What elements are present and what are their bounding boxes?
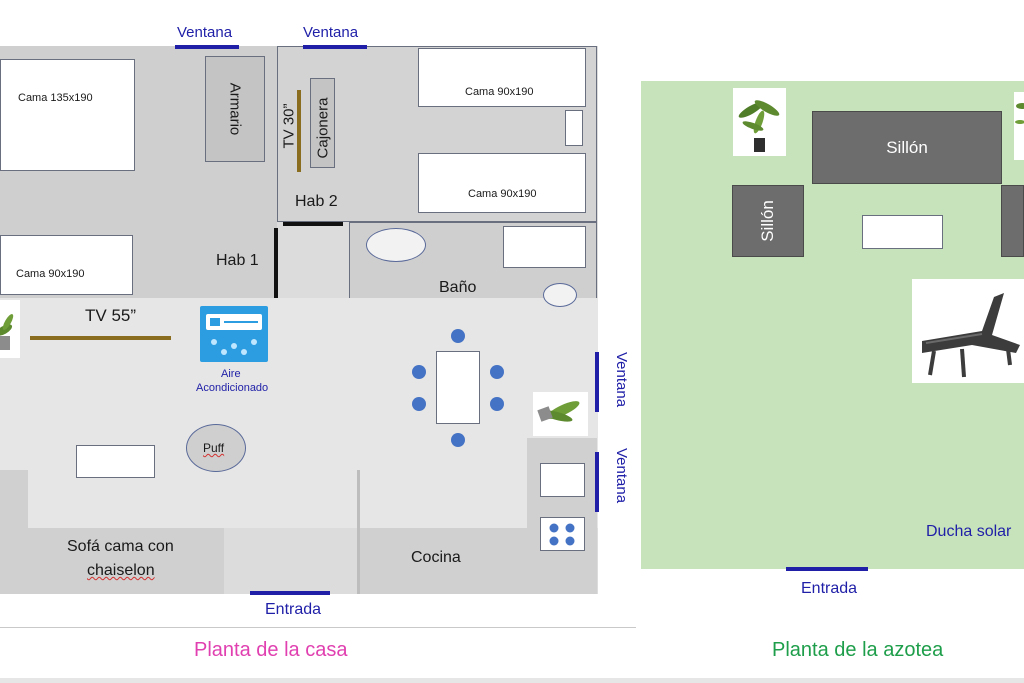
chair-right-1	[490, 365, 504, 379]
plant-dining	[533, 392, 588, 436]
bed-90x190-a	[418, 48, 586, 107]
hab1-door	[274, 228, 278, 298]
house-entrance-label: Entrada	[265, 601, 322, 618]
sofa-block	[0, 528, 224, 594]
tv-55-label: TV 55”	[85, 306, 137, 325]
bed-90x190-hab1	[0, 235, 133, 295]
chair-bottom	[451, 433, 465, 447]
rooftop-entrance-label: Entrada	[801, 580, 858, 597]
sofa-side	[0, 470, 28, 594]
window-label-right-upper: Ventana	[613, 352, 630, 408]
house-entrance	[250, 591, 330, 595]
wardrobe-label: Armario	[226, 82, 244, 136]
armchair-left: Sillón	[732, 185, 804, 257]
bottom-divider	[0, 678, 1024, 683]
tv-30-bar	[297, 90, 301, 172]
house-baseline	[0, 627, 636, 628]
plant-rooftop-right	[1014, 92, 1024, 160]
window-right-upper	[595, 352, 599, 412]
coffee-table	[76, 445, 155, 478]
chair-left-1	[412, 365, 426, 379]
sun-lounger-icon	[912, 279, 1024, 383]
rooftop-caption: Planta de la azotea	[772, 639, 944, 661]
bed-135x190-label: Cama 135x190	[18, 92, 93, 104]
drawers-label: Cajonera	[314, 97, 332, 159]
bed-90x190-b	[418, 153, 586, 213]
chair-right-2	[490, 397, 504, 411]
bed-90x190-a-label: Cama 90x190	[465, 86, 534, 98]
drawers	[310, 78, 335, 168]
plant-living	[0, 300, 20, 358]
kitchen-hob	[540, 517, 585, 551]
armchair-top-label: Sillón	[886, 137, 928, 157]
window-label-right-lower: Ventana	[613, 448, 630, 504]
bed-135x190	[0, 59, 135, 171]
puff-label: Puff	[203, 441, 225, 455]
chair-top	[451, 329, 465, 343]
rooftop-entrance	[786, 567, 868, 571]
hab2-door	[283, 222, 343, 226]
kitchen-block	[357, 528, 527, 594]
window-top-right	[303, 45, 367, 49]
rooftop-table	[862, 215, 943, 249]
bathroom-label: Baño	[439, 279, 477, 296]
kitchen-sink	[540, 463, 585, 497]
toilet	[543, 283, 577, 307]
bed-90x190-hab1-label: Cama 90x190	[16, 268, 85, 280]
hab1-label: Hab 1	[216, 252, 259, 269]
armchair-right	[1001, 185, 1024, 257]
kitchen-label: Cocina	[411, 549, 461, 566]
window-top-left	[175, 45, 239, 49]
kitchen-counter	[527, 438, 597, 594]
kitchen-side-wall	[357, 470, 360, 594]
living-area	[0, 298, 598, 528]
nightstand	[565, 110, 583, 146]
puff	[186, 424, 246, 472]
air-conditioner-label-2: Acondicionado	[196, 382, 269, 394]
window-label-top-right: Ventana	[303, 24, 359, 41]
dining-table	[436, 351, 480, 424]
chair-left-2	[412, 397, 426, 411]
air-conditioner-icon	[200, 306, 268, 362]
sofa-label-1: Sofá cama con	[67, 538, 174, 555]
armchair-top: Sillón	[812, 111, 1002, 184]
bed-90x190-b-label: Cama 90x190	[468, 188, 537, 200]
window-label-top-left: Ventana	[177, 24, 233, 41]
hab2-label: Hab 2	[295, 193, 338, 210]
solar-shower-label: Ducha solar	[926, 523, 1012, 540]
tv-55-bar	[30, 336, 171, 340]
bathroom-shower-tray	[503, 226, 586, 268]
air-conditioner-label-1: Aire	[221, 368, 241, 380]
plant-rooftop-left	[733, 88, 786, 156]
wardrobe	[205, 56, 265, 162]
bathroom-sink	[366, 228, 426, 262]
sofa-label-2: chaiselon	[87, 562, 155, 579]
armchair-left-label: Sillón	[758, 200, 777, 242]
tv-30-label: TV 30”	[280, 103, 298, 149]
house-caption: Planta de la casa	[194, 639, 348, 661]
window-right-lower	[595, 452, 599, 512]
